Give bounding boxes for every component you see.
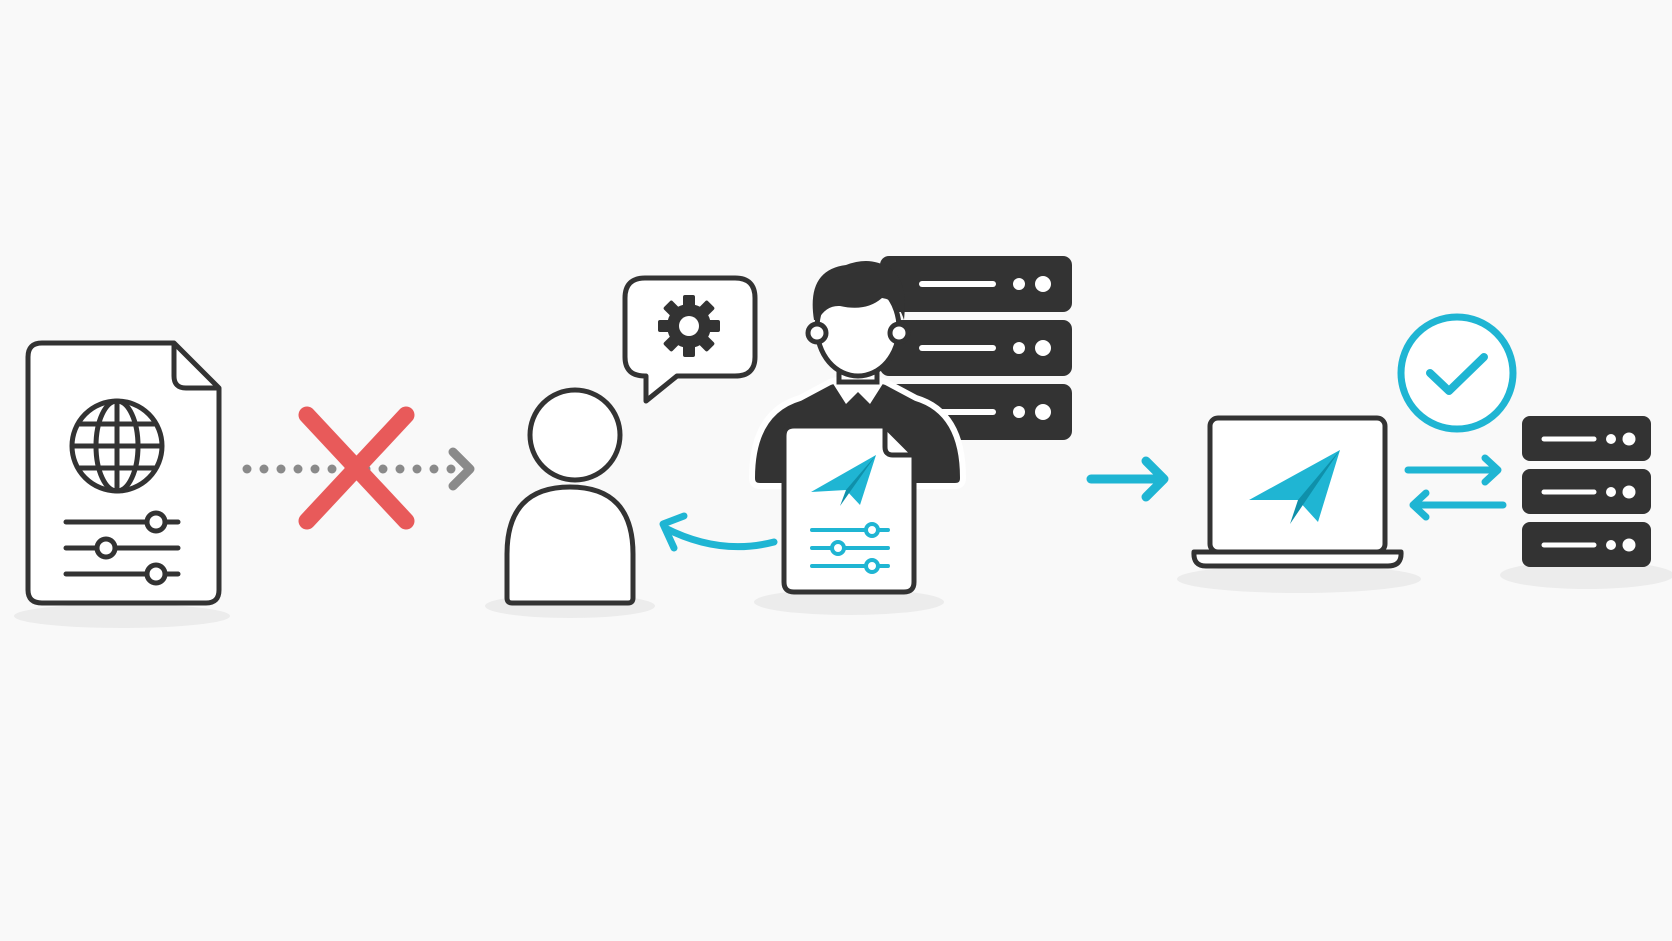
document-icon — [25, 340, 222, 606]
shadow — [754, 589, 944, 615]
arrow-head-icon — [448, 447, 475, 491]
telegram-config-document — [781, 423, 917, 595]
gear-icon — [658, 295, 720, 357]
sliders-icon — [63, 510, 181, 586]
admin-hair-icon — [812, 261, 905, 320]
proxy-servers — [1500, 416, 1672, 589]
arrow-right-icon — [1086, 456, 1169, 502]
settings-speech-bubble — [622, 275, 758, 404]
blocked-connector — [242, 406, 475, 530]
curved-arrow-icon — [659, 512, 778, 552]
administrator — [749, 256, 1072, 615]
server-stack-icon — [1522, 416, 1651, 567]
shadow — [1177, 565, 1421, 593]
telegram-client-laptop — [1177, 415, 1421, 593]
paper-plane-icon — [1249, 450, 1340, 524]
user-body-icon — [504, 484, 636, 606]
server-stack-icon — [880, 256, 1072, 440]
admin-collar — [832, 382, 884, 404]
globe-icon — [69, 398, 165, 494]
shadow — [1500, 561, 1672, 589]
check-circle-icon — [1397, 313, 1517, 433]
user-head-icon — [527, 387, 623, 483]
shadow — [14, 604, 230, 628]
red-x-icon — [298, 406, 415, 530]
sliders-icon — [810, 522, 890, 574]
end-user — [485, 387, 655, 618]
document-icon — [781, 423, 917, 595]
paper-plane-icon — [811, 455, 876, 506]
document-fold-icon — [171, 343, 219, 391]
proxy-config-document — [14, 340, 230, 628]
exchange-arrows-icon — [1404, 454, 1507, 521]
